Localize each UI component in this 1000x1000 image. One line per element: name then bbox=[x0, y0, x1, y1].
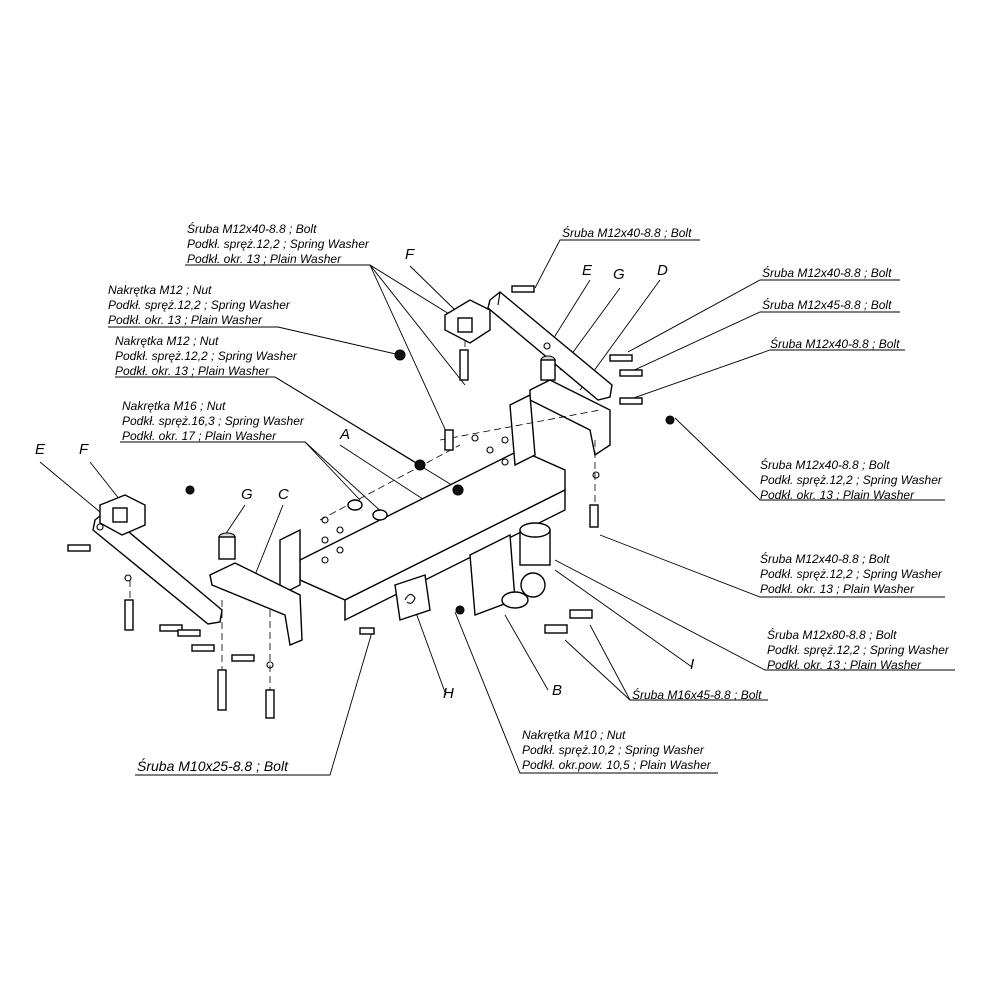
label-line: Podkł. spręż.12,2 ; Spring Washer bbox=[115, 349, 297, 363]
label-line: Śruba M12x40-8.8 ; Bolt bbox=[187, 222, 317, 236]
leader-lines bbox=[39, 239, 955, 776]
label-top-left-bolt: Śruba M12x40-8.8 ; Bolt Podkł. spręż.12,… bbox=[187, 222, 369, 267]
part-letter-d: D bbox=[657, 262, 668, 279]
label-right-bolt-set-1: Śruba M12x40-8.8 ; Bolt Podkł. spręż.12,… bbox=[760, 458, 942, 503]
bracket-d-plate bbox=[529, 355, 611, 457]
part-letter-f-top: F bbox=[405, 246, 415, 263]
part-letter-e-left: E bbox=[35, 441, 46, 458]
label-bolt-m10: Śruba M10x25-8.8 ; Bolt bbox=[137, 757, 288, 775]
label-nut-m10: Nakrętka M10 ; Nut Podkł. spręż.10,2 ; S… bbox=[522, 728, 711, 773]
label-line: Podkł. okr. 13 ; Plain Washer bbox=[760, 582, 915, 596]
part-letter-h: H bbox=[443, 685, 454, 702]
label-line: Podkł. okr. 13 ; Plain Washer bbox=[767, 658, 922, 672]
part-letter-g-left: G bbox=[241, 486, 253, 503]
label-line: Śruba M12x40-8.8 ; Bolt bbox=[762, 266, 892, 280]
part-letter-f-left: F bbox=[79, 441, 89, 458]
label-right-bolt-2: Śruba M12x45-8.8 ; Bolt bbox=[762, 298, 891, 313]
label-line: Podkł. okr.pow. 10,5 ; Plain Washer bbox=[522, 758, 711, 772]
label-line: Nakrętka M12 ; Nut bbox=[115, 334, 219, 348]
bracket-c-plate bbox=[209, 532, 303, 646]
label-line: Nakrętka M12 ; Nut bbox=[108, 283, 212, 297]
label-line: Śruba M12x40-8.8 ; Bolt bbox=[770, 337, 900, 351]
label-line: Podkł. spręż.12,2 ; Spring Washer bbox=[760, 567, 942, 581]
label-right-bolt-set-3: Śruba M12x80-8.8 ; Bolt Podkł. spręż.12,… bbox=[767, 628, 949, 673]
label-line: Śruba M10x25-8.8 ; Bolt bbox=[137, 758, 288, 774]
label-nut-m16: Nakrętka M16 ; Nut Podkł. spręż.16,3 ; S… bbox=[122, 399, 304, 444]
label-line: Podkł. spręż.16,3 ; Spring Washer bbox=[122, 414, 304, 428]
label-line: Podkł. spręż.12,2 ; Spring Washer bbox=[108, 298, 290, 312]
label-nut-m12-b: Nakrętka M12 ; Nut Podkł. spręż.12,2 ; S… bbox=[115, 334, 297, 379]
label-top-right-bolt: Śruba M12x40-8.8 ; Bolt bbox=[562, 226, 691, 241]
label-line: Podkł. spręż.12,2 ; Spring Washer bbox=[767, 643, 949, 657]
label-line: Nakrętka M16 ; Nut bbox=[122, 399, 226, 413]
part-letter-e-top: E bbox=[582, 262, 593, 279]
hardware-fasteners bbox=[67, 285, 675, 719]
bracket-f-top bbox=[444, 299, 491, 344]
part-letter-c: C bbox=[278, 486, 289, 503]
part-letter-i: I bbox=[690, 656, 695, 673]
label-line: Śruba M12x40-8.8 ; Bolt bbox=[760, 552, 890, 566]
label-line: Podkł. spręż.12,2 ; Spring Washer bbox=[760, 473, 942, 487]
label-line: Podkł. okr. 13 ; Plain Washer bbox=[108, 313, 263, 327]
label-line: Śruba M12x80-8.8 ; Bolt bbox=[767, 628, 897, 642]
bracket-e-top bbox=[487, 291, 613, 401]
label-line: Podkł. okr. 13 ; Plain Washer bbox=[187, 252, 342, 266]
label-line: Śruba M12x45-8.8 ; Bolt bbox=[762, 298, 892, 312]
label-right-bolt-1: Śruba M12x40-8.8 ; Bolt bbox=[762, 266, 891, 281]
label-bolt-m16: Śruba M16x45-8.8 ; Bolt bbox=[632, 688, 761, 703]
bracket-f-left bbox=[99, 494, 146, 536]
part-letter-g-top: G bbox=[613, 266, 625, 283]
label-line: Podkł. okr. 13 ; Plain Washer bbox=[115, 364, 270, 378]
label-nut-m12-a: Nakrętka M12 ; Nut Podkł. spręż.12,2 ; S… bbox=[108, 283, 290, 328]
label-line: Śruba M12x40-8.8 ; Bolt bbox=[562, 226, 692, 240]
part-letter-b: B bbox=[552, 682, 563, 699]
part-letter-a: A bbox=[340, 426, 351, 443]
label-line: Podkł. okr. 17 ; Plain Washer bbox=[122, 429, 277, 443]
label-line: Śruba M16x45-8.8 ; Bolt bbox=[632, 688, 762, 702]
label-line: Śruba M12x40-8.8 ; Bolt bbox=[760, 458, 890, 472]
label-right-bolt-set-2: Śruba M12x40-8.8 ; Bolt Podkł. spręż.12,… bbox=[760, 552, 942, 597]
label-line: Nakrętka M10 ; Nut bbox=[522, 728, 626, 742]
label-line: Podkł. spręż.12,2 ; Spring Washer bbox=[187, 237, 369, 251]
label-right-bolt-3: Śruba M12x40-8.8 ; Bolt bbox=[770, 337, 899, 352]
tow-ball-assembly bbox=[394, 522, 551, 621]
label-line: Podkł. okr. 13 ; Plain Washer bbox=[760, 488, 915, 502]
assembly-axis-lines bbox=[129, 340, 601, 690]
label-line: Podkł. spręż.10,2 ; Spring Washer bbox=[522, 743, 704, 757]
